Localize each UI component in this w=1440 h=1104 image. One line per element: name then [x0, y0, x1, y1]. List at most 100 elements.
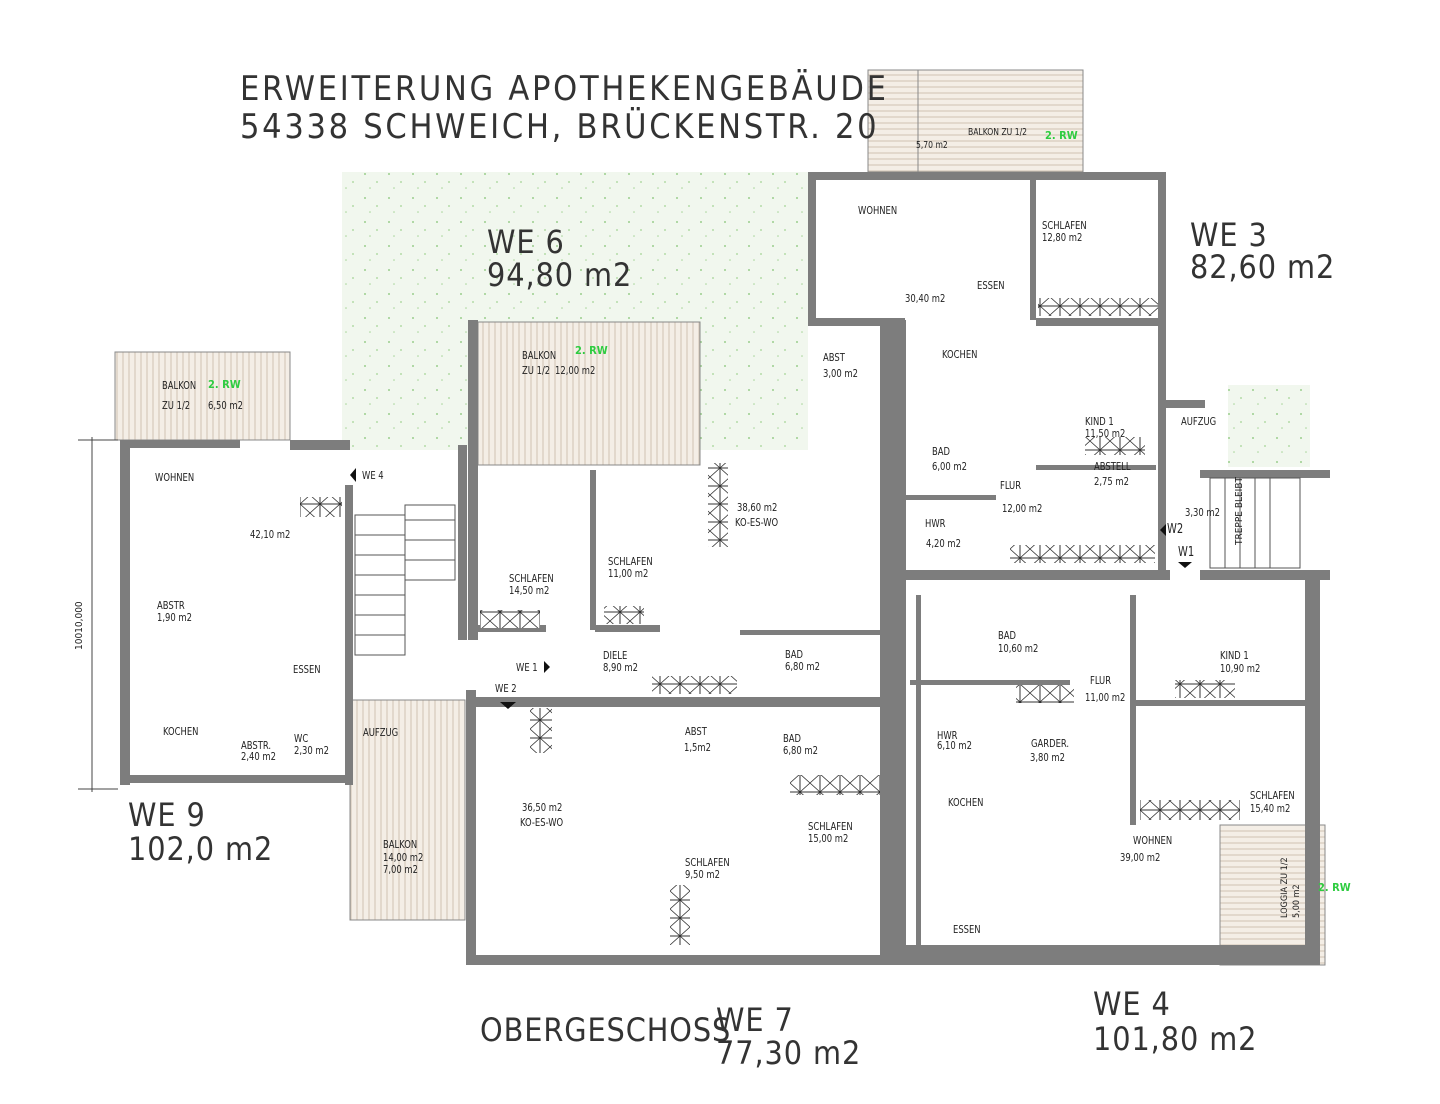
room-area: 42,10 m2	[250, 528, 291, 541]
floor-label: OBERGESCHOSS	[480, 1011, 732, 1049]
title-line-1: ERWEITERUNG APOTHEKENGEBÄUDE	[240, 69, 889, 109]
balcony-we6	[477, 321, 701, 466]
room-area: 2,30 m2	[294, 744, 329, 757]
balcony-we3	[917, 69, 1084, 173]
room-area: 5,00 m2	[1292, 884, 1302, 918]
room-area: 5,70 m2	[916, 140, 948, 151]
room-name: SCHLAFEN	[1250, 789, 1295, 802]
room-name: DIELE	[603, 649, 628, 662]
green-note: 2. RW	[1318, 881, 1351, 894]
room-name: BALKON	[383, 838, 418, 851]
room-name: AUFZUG	[363, 726, 399, 739]
room-sub: ZU 1/2	[162, 399, 191, 412]
unit-area-we4: 101,80 m2	[1093, 1020, 1258, 1058]
room-area: 12,00 m2	[555, 364, 596, 377]
room-area: 8,90 m2	[603, 661, 638, 674]
room-area: 38,60 m2	[737, 501, 778, 514]
room-area: 15,00 m2	[808, 832, 849, 845]
room-area: 3,30 m2	[1185, 506, 1220, 519]
room-name: ESSEN	[953, 923, 981, 936]
room-name: SCHLAFEN	[808, 820, 853, 833]
room-area-half: 7,00 m2	[383, 863, 418, 876]
room-name: WOHNEN	[155, 471, 195, 484]
entrance-label: WE 1	[516, 661, 538, 674]
room-name: ESSEN	[293, 663, 321, 676]
dimension-label: 10010,000	[74, 601, 85, 650]
room-name: SCHLAFEN	[608, 555, 653, 568]
room-area: 1,5m2	[684, 741, 711, 754]
entrance-label: W2	[1167, 522, 1184, 537]
unit-area-we7: 77,30 m2	[716, 1034, 862, 1072]
room-area: 1,90 m2	[157, 611, 192, 624]
room-area: 39,00 m2	[1120, 851, 1161, 864]
unit-area-we3: 82,60 m2	[1190, 248, 1336, 286]
entrance-label: WE 4	[362, 469, 384, 482]
room-name: ABST	[685, 725, 707, 738]
room-area: 10,60 m2	[998, 642, 1039, 655]
unit-name-we6: WE 6	[487, 223, 565, 261]
entrance-label: W1	[1178, 545, 1195, 560]
room-area: 3,00 m2	[823, 367, 858, 380]
room-name: ABST	[823, 351, 845, 364]
room-name: KIND 1	[1220, 649, 1249, 662]
unit-area-we9: 102,0 m2	[128, 830, 274, 868]
room-name: BALKON	[162, 379, 197, 392]
room-area: 36,50 m2	[522, 801, 563, 814]
room-name: WOHNEN	[1133, 834, 1173, 847]
title-line-2: 54338 SCHWEICH, BRÜCKENSTR. 20	[240, 107, 880, 147]
room-area: 2,75 m2	[1094, 475, 1129, 488]
room-name: BAD	[783, 732, 802, 745]
room-area: 30,40 m2	[905, 292, 946, 305]
room-name: SCHLAFEN	[685, 856, 730, 869]
room-area: 15,40 m2	[1250, 802, 1291, 815]
staircase	[354, 477, 1301, 656]
room-area: 12,00 m2	[1002, 502, 1043, 515]
unit-area-we6: 94,80 m2	[487, 256, 633, 294]
room-sub: ZU 1/2	[522, 364, 551, 377]
room-area: 11,00 m2	[1085, 691, 1126, 704]
room-area: 6,80 m2	[785, 660, 820, 673]
room-name: ABSTR.	[241, 739, 272, 752]
room-area: 3,80 m2	[1030, 751, 1065, 764]
room-name: KIND 1	[1085, 415, 1114, 428]
unit-name-we9: WE 9	[128, 796, 206, 834]
room-area: 2,40 m2	[241, 750, 276, 763]
room-name: BALKON ZU 1/2	[968, 127, 1028, 138]
room-area: 6,80 m2	[783, 744, 818, 757]
room-area: 4,20 m2	[926, 537, 961, 550]
entrance-markers	[350, 468, 1192, 709]
room-area: 14,50 m2	[509, 584, 550, 597]
room-name: ABSTR	[157, 599, 185, 612]
dimension-line	[78, 437, 118, 792]
room-name: AUFZUG	[1181, 415, 1217, 428]
room-name: BAD	[785, 648, 804, 661]
entrance-label: WE 2	[495, 682, 517, 695]
wardrobes	[300, 298, 1240, 945]
room-area: 14,00 m2	[383, 851, 424, 864]
room-area: 11,50 m2	[1085, 427, 1126, 440]
room-name: KO-ES-WO	[520, 816, 564, 829]
room-name: HWR	[937, 729, 958, 742]
room-name: ESSEN	[977, 279, 1005, 292]
room-name: SCHLAFEN	[1042, 219, 1087, 232]
green-note: 2. RW	[575, 344, 608, 357]
room-name: KOCHEN	[942, 348, 978, 361]
room-name: BAD	[932, 445, 951, 458]
room-name: HWR	[925, 517, 946, 530]
room-name: FLUR	[1090, 674, 1112, 687]
room-name: BALKON	[522, 349, 557, 362]
room-area: 9,50 m2	[685, 868, 720, 881]
room-name: KOCHEN	[948, 796, 984, 809]
room-name: FLUR	[1000, 479, 1022, 492]
room-name: LOGGIA ZU 1/2	[1280, 857, 1290, 918]
unit-name-we4: WE 4	[1093, 985, 1171, 1023]
room-name: KO-ES-WO	[735, 516, 779, 529]
room-name: SCHLAFEN	[509, 572, 554, 585]
room-name: KOCHEN	[163, 725, 199, 738]
room-area: 11,00 m2	[608, 567, 649, 580]
room-area: 10,90 m2	[1220, 662, 1261, 675]
room-name: ABSTELL	[1094, 460, 1131, 473]
green-note: 2. RW	[208, 378, 241, 391]
